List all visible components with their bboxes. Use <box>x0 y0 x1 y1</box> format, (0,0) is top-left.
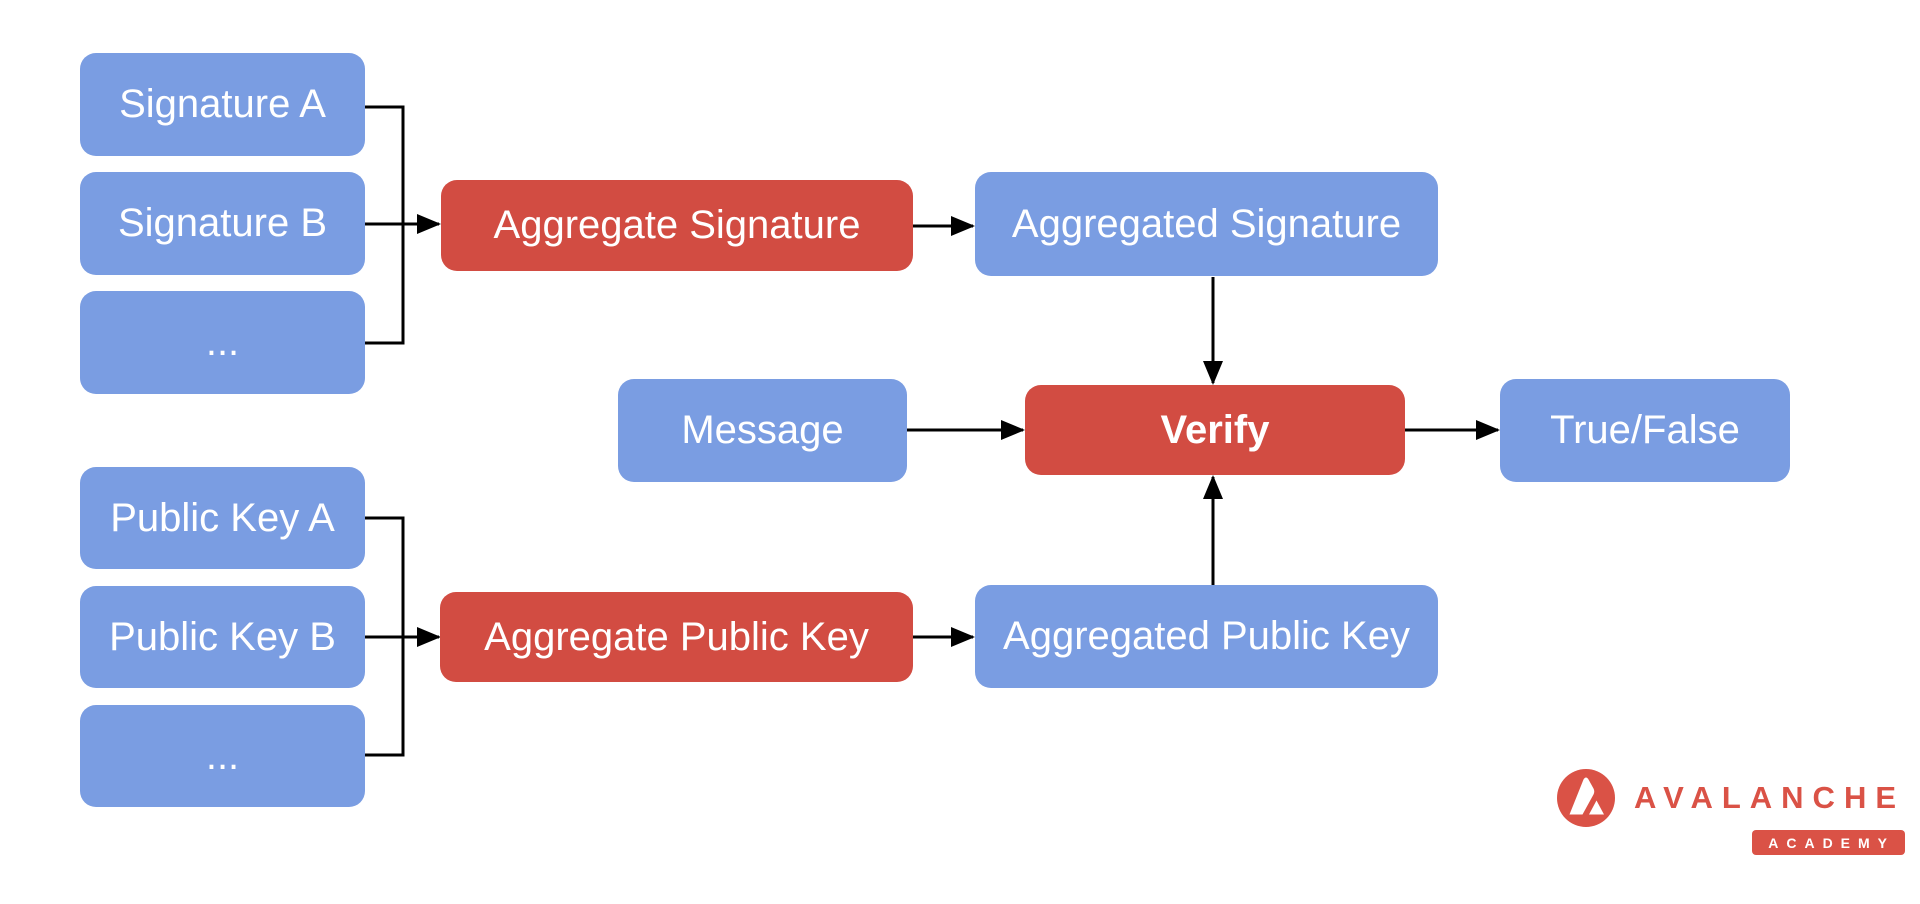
node-public-key-a: Public Key A <box>80 467 365 569</box>
node-public-key-ellipsis: ... <box>80 705 365 807</box>
node-message: Message <box>618 379 907 482</box>
node-signature-b: Signature B <box>80 172 365 275</box>
logo-text-column: AVALANCHE ACADEMY <box>1634 768 1906 855</box>
node-true-false: True/False <box>1500 379 1790 482</box>
node-verify: Verify <box>1025 385 1405 475</box>
node-aggregate-signature: Aggregate Signature <box>441 180 913 271</box>
node-aggregate-public-key: Aggregate Public Key <box>440 592 913 682</box>
avalanche-logo-icon <box>1557 769 1615 827</box>
logo-academy-badge: ACADEMY <box>1752 830 1906 855</box>
node-signature-ellipsis: ... <box>80 291 365 394</box>
avalanche-academy-logo: AVALANCHE ACADEMY <box>1556 768 1906 855</box>
logo-brand-text: AVALANCHE <box>1634 780 1906 815</box>
node-aggregated-public-key: Aggregated Public Key <box>975 585 1438 688</box>
node-aggregated-signature: Aggregated Signature <box>975 172 1438 276</box>
node-public-key-b: Public Key B <box>80 586 365 688</box>
node-signature-a: Signature A <box>80 53 365 156</box>
